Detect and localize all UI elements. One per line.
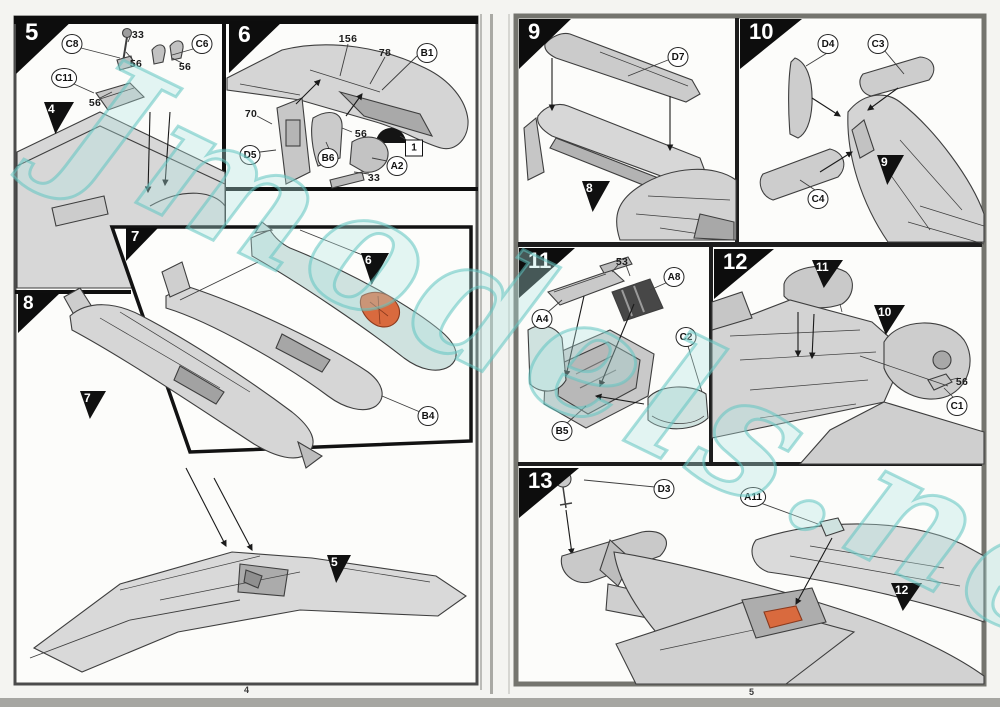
callout-b1: B1 xyxy=(416,43,438,63)
fuselage-half-gray xyxy=(165,285,383,411)
seat-frame-part xyxy=(349,136,389,173)
callout-b6: B6 xyxy=(317,148,339,168)
scan-edge-strip xyxy=(0,698,1000,707)
callout-d3: D3 xyxy=(653,479,675,499)
step9-illustration xyxy=(523,32,737,241)
part-number-156: 156 xyxy=(338,33,358,45)
one-piece-wing xyxy=(32,551,467,673)
radiator-cowl xyxy=(647,386,709,430)
tail-fin-part xyxy=(788,57,813,139)
page-fold-shadow xyxy=(480,14,510,694)
step7-illustration xyxy=(161,221,457,413)
callout-b5: B5 xyxy=(551,421,573,441)
cockpit-floor-part xyxy=(95,82,146,111)
callout-d5: D5 xyxy=(239,145,261,165)
cockpit-orange-detail xyxy=(763,605,803,629)
part-number-56-step12: 56 xyxy=(955,376,969,388)
assembled-fuselage xyxy=(250,229,457,371)
step12-illustration xyxy=(711,265,985,465)
part-number-33-step5: 33 xyxy=(131,29,145,41)
callout-c3: C3 xyxy=(867,34,889,54)
page-number-left: 4 xyxy=(244,685,250,695)
callout-c4: C4 xyxy=(807,189,829,209)
starboard-wing xyxy=(751,523,985,623)
step8-illustration xyxy=(29,287,467,673)
part-number-53: 53 xyxy=(615,256,629,268)
callout-a2: A2 xyxy=(386,156,408,176)
part-number-56-c: 56 xyxy=(88,97,102,109)
windscreen-part xyxy=(819,517,845,537)
callout-c1: C1 xyxy=(946,396,968,416)
callout-c2: C2 xyxy=(675,327,697,347)
part-number-56-a: 56 xyxy=(129,58,143,70)
callout-a4: A4 xyxy=(531,309,553,329)
radiator-flat-panel xyxy=(547,269,626,306)
stabilizer-part-right xyxy=(859,56,935,97)
callout-d4: D4 xyxy=(817,34,839,54)
callout-a8: A8 xyxy=(663,267,685,287)
rudder-pedals xyxy=(151,44,166,65)
paint-reference-box-1: 1 xyxy=(405,139,423,157)
part-number-56-step6: 56 xyxy=(354,128,368,140)
stabilizer-part-left xyxy=(759,148,845,201)
part-number-78: 78 xyxy=(378,47,392,59)
part-number-56-b: 56 xyxy=(178,61,192,73)
step13-illustration xyxy=(554,470,985,685)
aerial-part xyxy=(927,373,953,391)
step11-illustration xyxy=(527,256,709,430)
callout-c11: C11 xyxy=(51,68,77,88)
step10-illustration xyxy=(759,49,985,245)
callout-c6: C6 xyxy=(191,34,213,54)
part-number-70: 70 xyxy=(244,108,258,120)
wing-upper-panel xyxy=(544,32,701,103)
painted-dome xyxy=(376,128,406,143)
callout-c8: C8 xyxy=(61,34,83,54)
part-number-33-step6: 33 xyxy=(367,172,381,184)
callout-b4: B4 xyxy=(417,406,439,426)
step6-illustration xyxy=(226,43,469,189)
page-number-right: 5 xyxy=(749,687,755,697)
callout-d7: D7 xyxy=(667,47,689,67)
callout-a11: A11 xyxy=(740,487,766,507)
